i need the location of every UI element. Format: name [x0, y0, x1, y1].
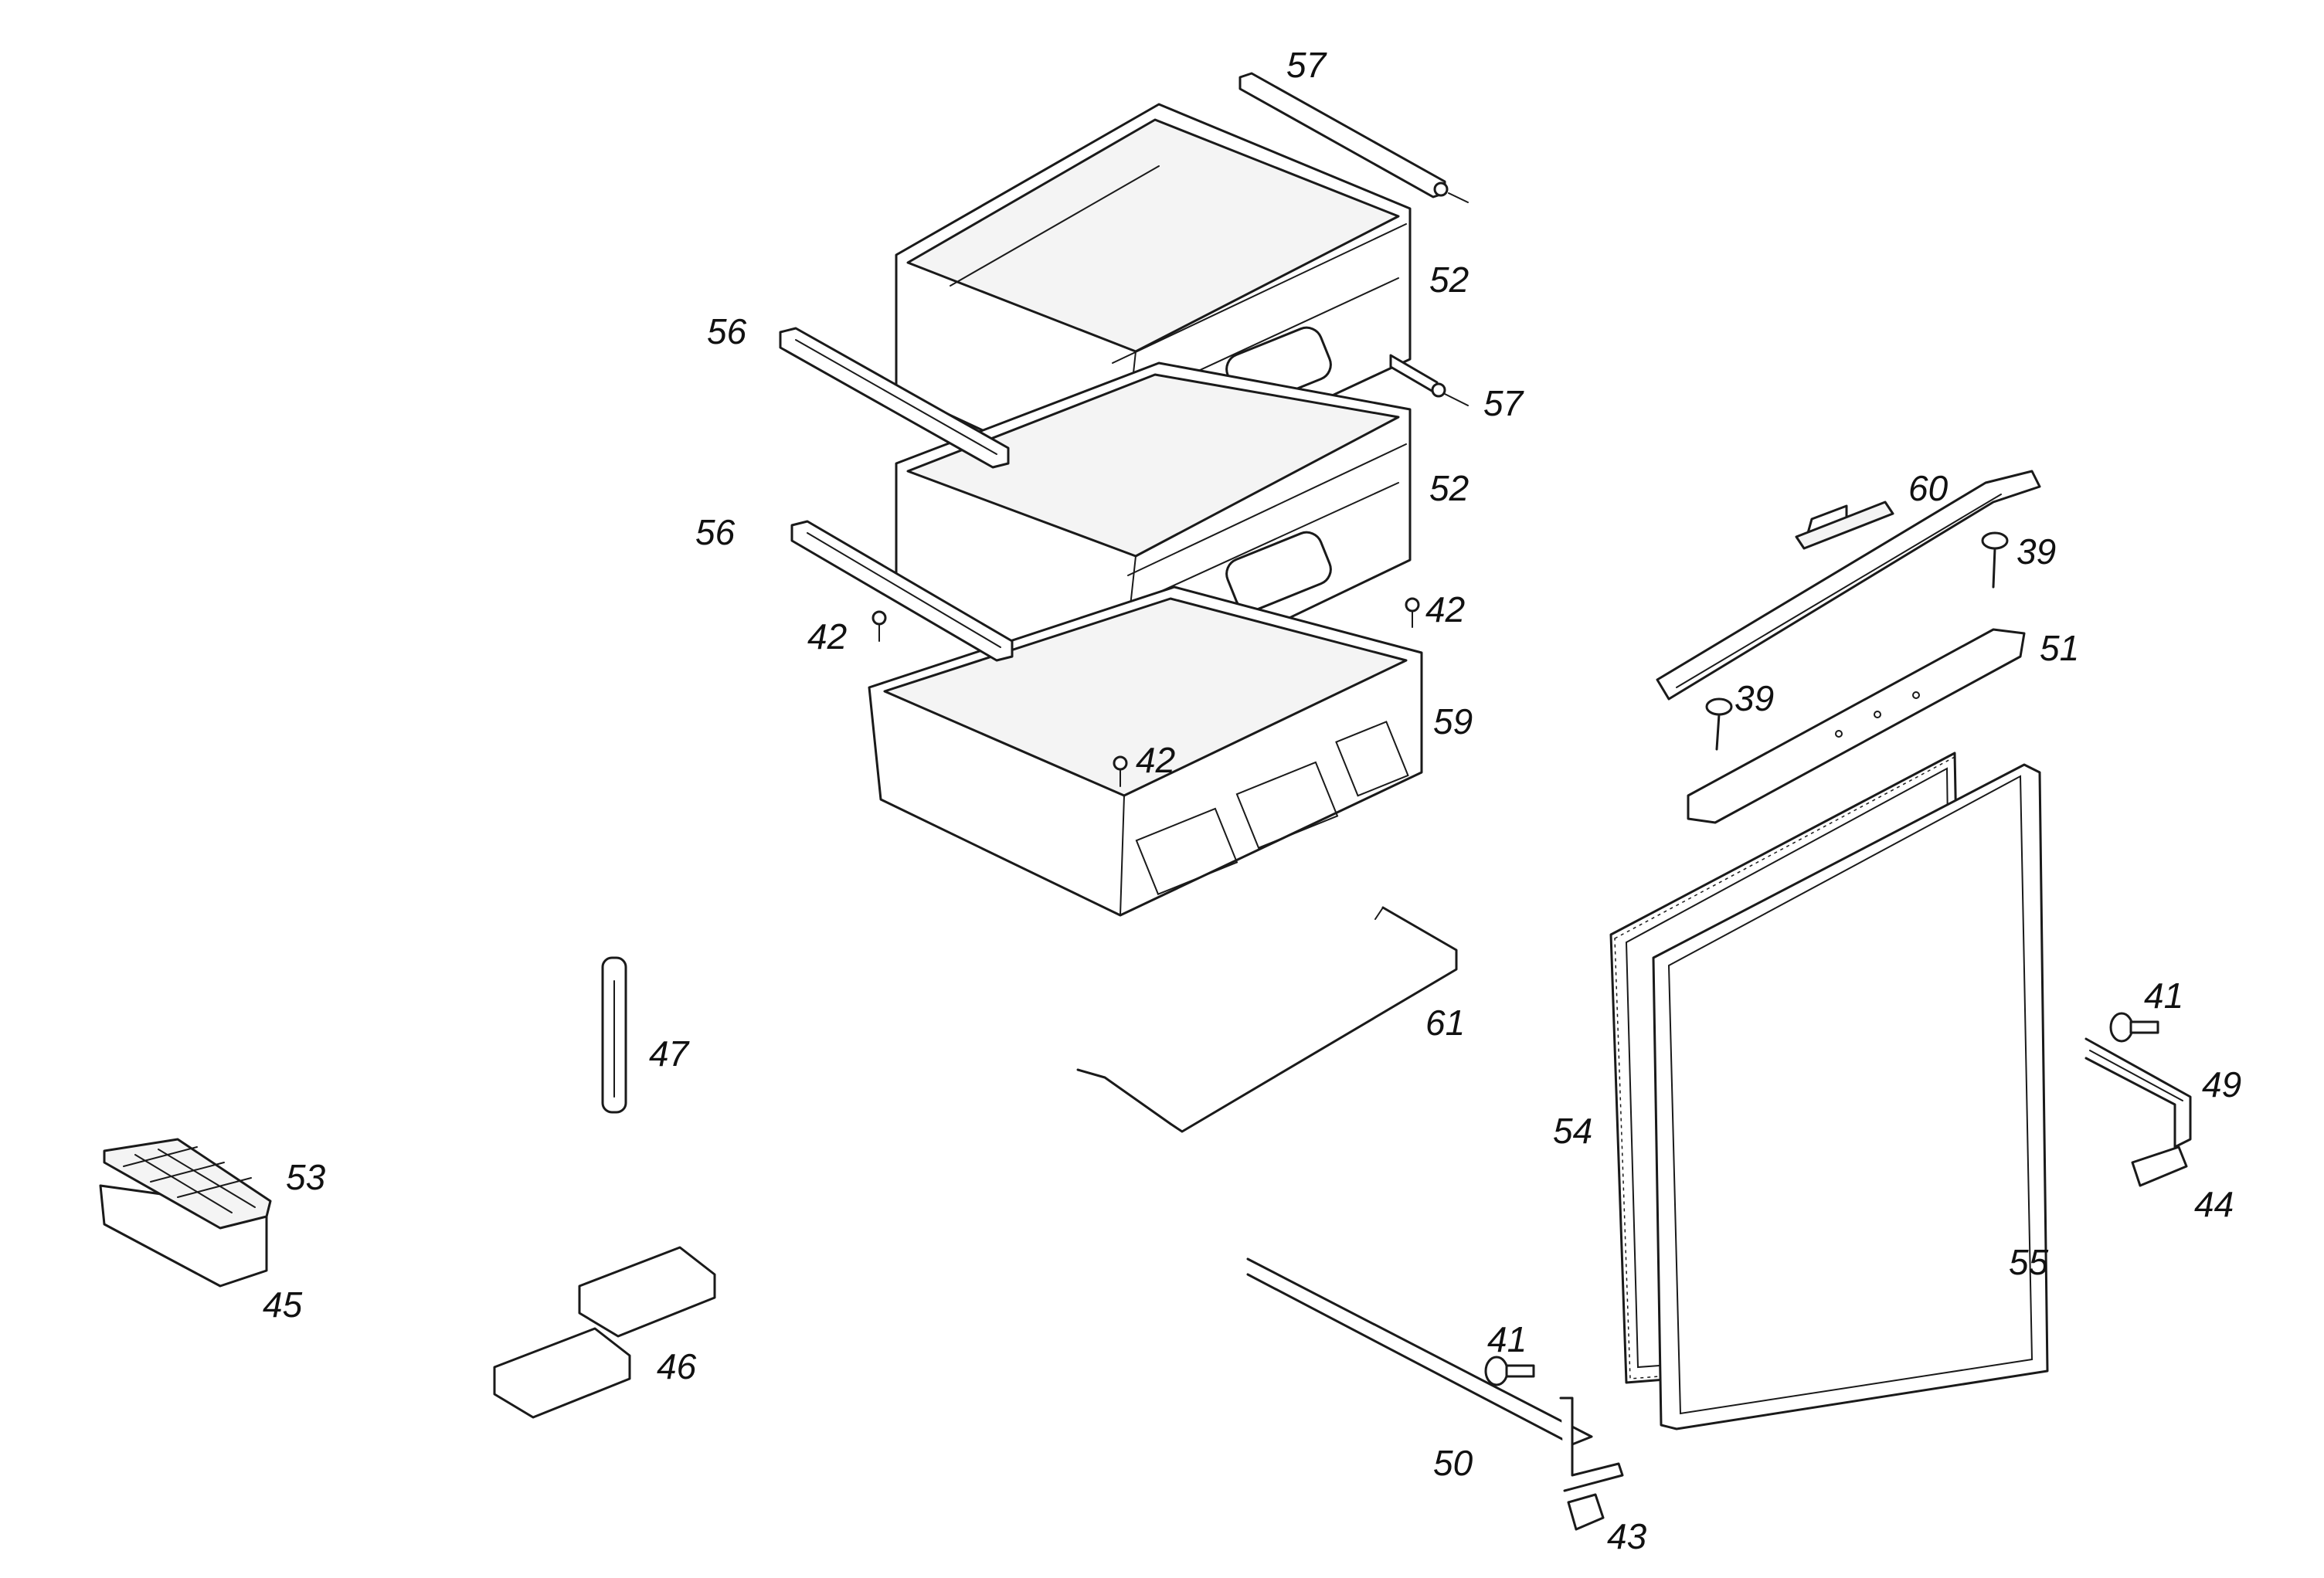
label-54: 54	[1553, 1111, 1592, 1151]
rail-56-upper	[779, 327, 1010, 469]
label-53: 53	[286, 1157, 326, 1197]
bracket-61	[1076, 906, 1458, 1133]
label-51: 51	[2040, 628, 2079, 668]
rail-56-lower	[790, 520, 1014, 662]
label-59: 59	[1433, 701, 1473, 741]
label-52-lower: 52	[1429, 468, 1469, 508]
bracket-49	[2084, 1037, 2192, 1149]
label-50: 50	[1433, 1443, 1473, 1483]
plate-43	[1567, 1493, 1605, 1531]
label-56-upper: 56	[707, 311, 747, 351]
label-41-right: 41	[2144, 976, 2183, 1016]
door-panel-55	[1652, 763, 2049, 1430]
label-61: 61	[1425, 1003, 1465, 1043]
top-strip	[1656, 470, 2041, 701]
label-46: 46	[657, 1346, 697, 1386]
hinge-bracket-51	[1687, 628, 2026, 824]
label-42-right: 42	[1425, 589, 1465, 630]
label-44: 44	[2194, 1184, 2234, 1224]
label-57-lower: 57	[1483, 383, 1524, 423]
screw-42-right	[1405, 597, 1420, 628]
cold-pack-lower	[493, 1327, 631, 1419]
part-labels: 57 57 52 52 56 56 60 39 39 42 42 42 51 5…	[263, 45, 2241, 1556]
bracket-50	[1246, 1257, 1624, 1492]
label-39-lower: 39	[1735, 678, 1774, 718]
cold-pack-upper	[578, 1246, 716, 1338]
ice-tray-53	[103, 1138, 272, 1230]
screw-42-tray	[1113, 755, 1128, 787]
label-42-tray: 42	[1136, 740, 1175, 780]
label-43: 43	[1607, 1516, 1647, 1556]
screw-39-lower	[1705, 697, 1733, 751]
label-49: 49	[2202, 1064, 2241, 1105]
label-41-lower: 41	[1487, 1319, 1527, 1359]
rail-57-upper	[1238, 72, 1469, 203]
label-55: 55	[2009, 1242, 2049, 1282]
label-56-lower: 56	[695, 512, 736, 552]
plate-44	[2131, 1145, 2188, 1187]
label-60: 60	[1908, 468, 1949, 508]
label-39-upper: 39	[2017, 531, 2056, 572]
base-tray	[868, 585, 1423, 917]
top-cover-60	[1795, 501, 1894, 550]
label-42-left: 42	[807, 616, 847, 657]
label-45: 45	[263, 1284, 303, 1325]
screw-39-upper	[1981, 531, 2009, 589]
screw-41-right	[2109, 1012, 2159, 1043]
label-57-upper: 57	[1286, 45, 1327, 85]
screw-41-lower	[1484, 1356, 1535, 1386]
label-52-upper: 52	[1429, 260, 1469, 300]
label-47: 47	[649, 1033, 690, 1074]
screw-42-left	[872, 610, 887, 642]
rail-57-lower	[1389, 354, 1469, 406]
tool-47	[601, 956, 627, 1114]
